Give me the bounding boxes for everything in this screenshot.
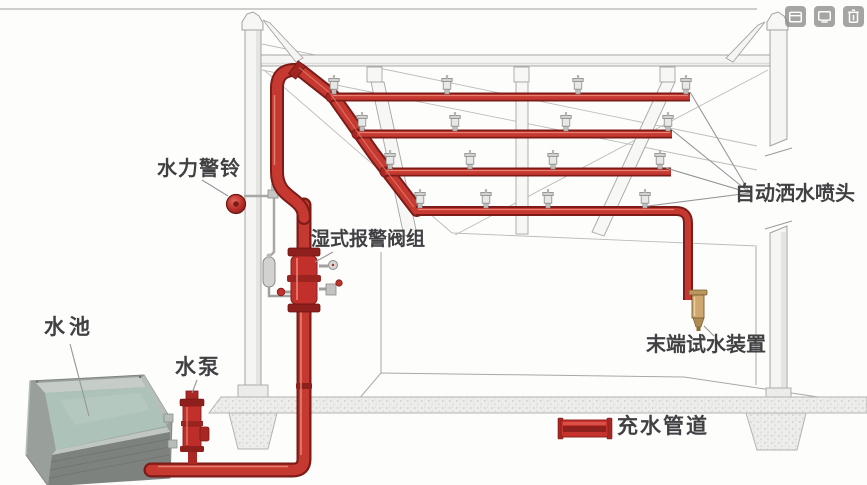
end-test-device	[688, 289, 708, 331]
red-piping	[143, 60, 693, 478]
water-motor-alarm-bell	[225, 193, 247, 215]
legend-label: 充水管道	[617, 415, 709, 438]
fire-pump	[179, 390, 210, 464]
roof-beam	[260, 54, 771, 67]
monitor-button[interactable]	[814, 6, 835, 27]
trash-button[interactable]	[843, 6, 864, 27]
leader-lines	[69, 91, 751, 417]
wet-alarm-valve-assembly	[262, 247, 343, 313]
archive-box-icon	[788, 11, 803, 23]
right-column	[764, 11, 793, 399]
roof-braces	[262, 19, 766, 63]
image-toolbar	[785, 6, 864, 27]
legend-pipe-swatch	[557, 417, 613, 440]
label-water-pool: 水池	[44, 316, 94, 339]
label-wet-alarm-valve-set: 湿式报警阀组	[311, 229, 426, 250]
label-water-pump: 水泵	[175, 356, 221, 379]
floor-slab	[208, 396, 867, 451]
left-column	[237, 11, 269, 399]
right-footing	[745, 412, 807, 451]
trash-icon	[848, 9, 859, 24]
archive-button[interactable]	[785, 6, 806, 27]
water-tank	[25, 374, 178, 485]
monitor-icon	[817, 11, 832, 23]
label-water-alarm-bell: 水力警铃	[157, 158, 241, 180]
retard-chamber	[262, 256, 276, 288]
label-auto-sprinkler-head: 自动洒水喷头	[735, 183, 855, 205]
label-end-test-device: 末端试水装置	[646, 334, 766, 356]
left-footing	[228, 412, 278, 450]
